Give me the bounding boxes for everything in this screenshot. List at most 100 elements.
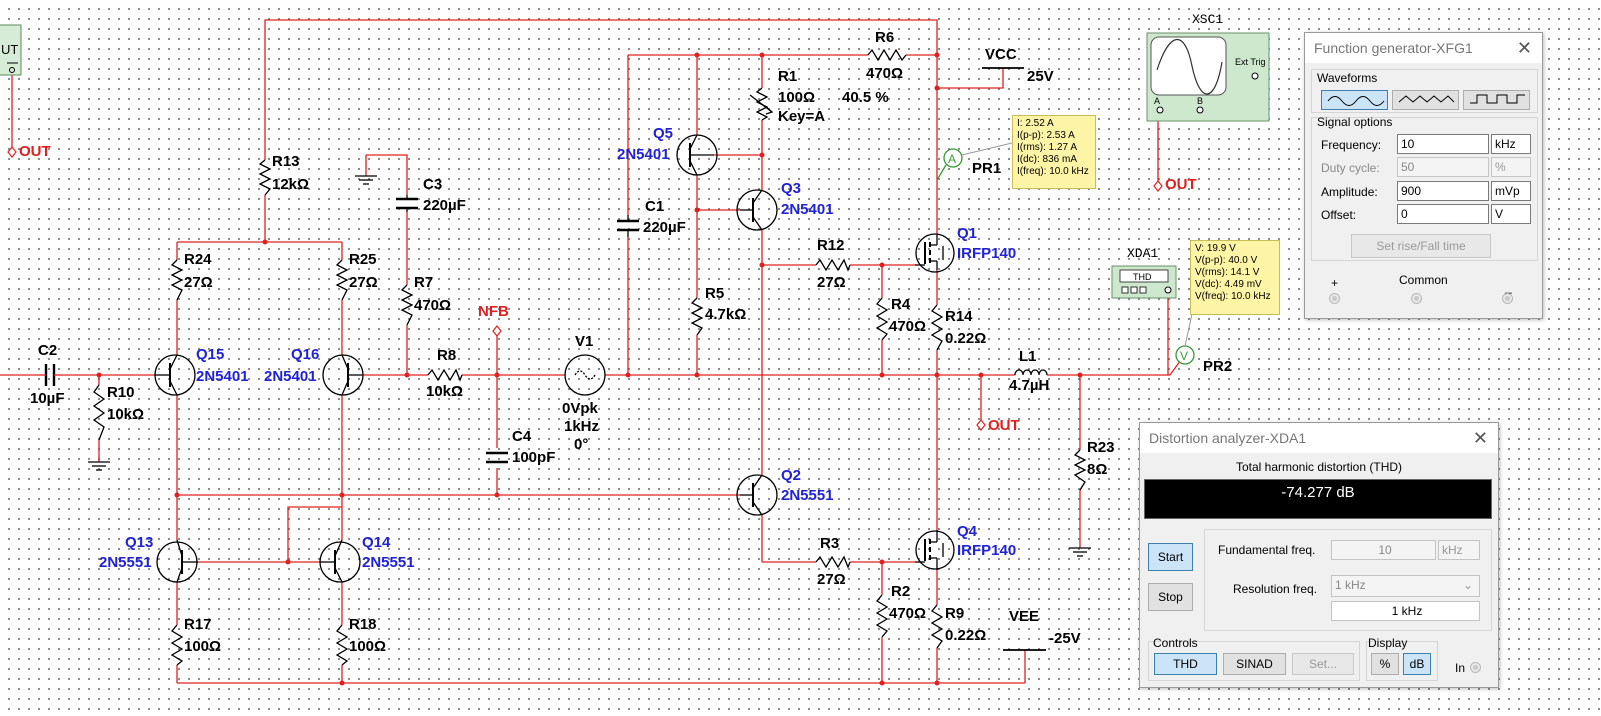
start-button[interactable]: Start: [1148, 543, 1193, 571]
wires: [0, 19, 1184, 684]
probe-pr1-icon[interactable]: A: [936, 142, 1013, 181]
offset-input[interactable]: 0: [1397, 204, 1489, 224]
sinad-button[interactable]: SINAD: [1223, 653, 1286, 675]
r2-value: 470Ω: [889, 605, 926, 622]
thd-button[interactable]: THD: [1154, 653, 1217, 675]
r5-value: 4.7kΩ: [705, 306, 746, 323]
transistor-q15-symbol: [154, 354, 196, 396]
amplitude-unit[interactable]: mVp: [1491, 181, 1531, 201]
rise-fall-button[interactable]: Set rise/Fall time: [1351, 234, 1491, 258]
pr2-line: V: 19.9 V: [1195, 243, 1236, 254]
distortion-analyzer-window[interactable]: Distortion analyzer-XDA1 ✕ Total harmoni…: [1139, 422, 1499, 688]
r17-ref: R17: [184, 616, 212, 633]
probe-pr1-readout: I: 2.52 A I(p-p): 2.53 A I(rms): 1.27 A …: [1012, 115, 1096, 189]
duty-cycle-input[interactable]: 50: [1397, 157, 1489, 177]
pr1-line: I: 2.52 A: [1017, 118, 1054, 129]
r1-value: 100Ω: [778, 89, 815, 106]
v1-amplitude: 0Vpk: [562, 400, 599, 417]
transistor-q13-symbol: [156, 539, 198, 583]
c3-ref: C3: [423, 176, 442, 193]
transistor-q2-symbol: [736, 474, 778, 516]
out-left-label: OUT: [19, 143, 51, 160]
c1-value: 220µF: [643, 219, 686, 236]
resolution-freq-value[interactable]: 1 kHz: [1331, 601, 1480, 621]
resolution-freq-label: Resolution freq.: [1233, 582, 1318, 596]
set-button[interactable]: Set...: [1292, 653, 1354, 675]
db-button[interactable]: dB: [1403, 653, 1431, 675]
duty-cycle-unit[interactable]: %: [1491, 157, 1531, 177]
square-wave-button[interactable]: [1463, 90, 1530, 110]
da-title: Distortion analyzer-XDA1: [1149, 430, 1307, 446]
triangle-wave-button[interactable]: [1392, 90, 1459, 110]
fundamental-freq-unit[interactable]: kHz: [1438, 540, 1480, 560]
waveforms-label: Waveforms: [1317, 71, 1378, 85]
offset-unit[interactable]: V: [1491, 204, 1531, 224]
close-icon[interactable]: ✕: [1472, 428, 1488, 448]
distortion-analyzer-instrument[interactable]: [1111, 265, 1177, 299]
display-group: [1366, 641, 1438, 681]
v1-phase: 0°: [574, 436, 588, 453]
scope-ref-label: XSC1: [1192, 12, 1223, 27]
close-icon[interactable]: ✕: [1516, 38, 1532, 58]
resistor-r5-symbol: [690, 297, 704, 336]
r25-value: 27Ω: [349, 274, 378, 291]
probe-pr2-icon[interactable]: V: [1175, 313, 1195, 365]
resistor-r6-symbol: [867, 48, 907, 62]
chevron-down-icon: ⌄: [1462, 578, 1473, 592]
controls-label: Controls: [1153, 636, 1198, 650]
thd-reading: -74.277 dB: [1281, 484, 1355, 501]
transistor-q4-symbol: [915, 530, 955, 570]
r14-ref: R14: [945, 308, 973, 325]
pr1-line: I(freq): 10.0 kHz: [1017, 166, 1089, 177]
sine-wave-button[interactable]: [1321, 90, 1388, 110]
transistor-q16-symbol: [322, 354, 364, 396]
vcc-value: 25V: [1027, 68, 1054, 85]
capacitor-c2-symbol: [38, 364, 62, 386]
common-terminal[interactable]: [1411, 293, 1422, 304]
in-terminal[interactable]: [1470, 662, 1481, 673]
triangle-wave-icon: [1398, 95, 1454, 103]
transistor-q5-symbol: [676, 134, 718, 176]
resistor-r10-symbol: [92, 384, 106, 441]
offpage-connector-label: UT: [1, 42, 18, 57]
scope-ext-trig-label: Ext Trig: [1235, 57, 1266, 67]
plus-terminal[interactable]: [1329, 293, 1340, 304]
minus-terminal[interactable]: [1502, 293, 1513, 304]
q16-ref: Q16: [291, 346, 319, 363]
vee-value: -25V: [1049, 630, 1081, 647]
stop-button[interactable]: Stop: [1148, 583, 1193, 611]
da-titlebar[interactable]: Distortion analyzer-XDA1 ✕: [1140, 423, 1498, 453]
amplitude-input[interactable]: 900: [1397, 181, 1489, 201]
capacitor-c1-symbol: [617, 215, 639, 237]
percent-button[interactable]: %: [1371, 653, 1399, 675]
frequency-label: Frequency:: [1321, 138, 1382, 152]
thd-heading: Total harmonic distortion (THD): [1235, 460, 1403, 474]
fg-titlebar[interactable]: Function generator-XFG1 ✕: [1305, 33, 1542, 63]
offset-label: Offset:: [1321, 208, 1357, 222]
scope-b-label: B: [1197, 96, 1203, 106]
r14-value: 0.22Ω: [945, 330, 986, 347]
q14-model: 2N5551: [362, 554, 415, 571]
r9-value: 0.22Ω: [945, 627, 986, 644]
q15-model: 2N5401: [196, 368, 249, 385]
r3-ref: R3: [820, 535, 839, 552]
transistor-q3-symbol: [736, 189, 778, 231]
duty-cycle-label: Duty cycle:: [1321, 161, 1380, 175]
square-wave-icon: [1469, 94, 1525, 104]
xda-ref-label: XDA1: [1127, 246, 1158, 261]
oscilloscope-instrument[interactable]: [1146, 32, 1270, 122]
r24-ref: R24: [184, 251, 212, 268]
frequency-unit[interactable]: kHz: [1491, 134, 1531, 154]
fundamental-freq-input[interactable]: 10: [1331, 540, 1436, 560]
pr1-line: I(dc): 836 mA: [1017, 154, 1078, 165]
svg-text:A: A: [948, 152, 956, 166]
r10-ref: R10: [107, 384, 135, 401]
c3-value: 220µF: [423, 197, 466, 214]
probe-pr2-readout: V: 19.9 V V(p-p): 40.0 V V(rms): 14.1 V …: [1190, 240, 1280, 315]
frequency-input[interactable]: 10: [1397, 134, 1489, 154]
resolution-freq-select[interactable]: 1 kHz ⌄: [1331, 575, 1480, 597]
r4-ref: R4: [891, 296, 911, 313]
function-generator-window[interactable]: Function generator-XFG1 ✕ Waveforms Sign…: [1304, 32, 1543, 319]
r12-value: 27Ω: [817, 274, 846, 291]
